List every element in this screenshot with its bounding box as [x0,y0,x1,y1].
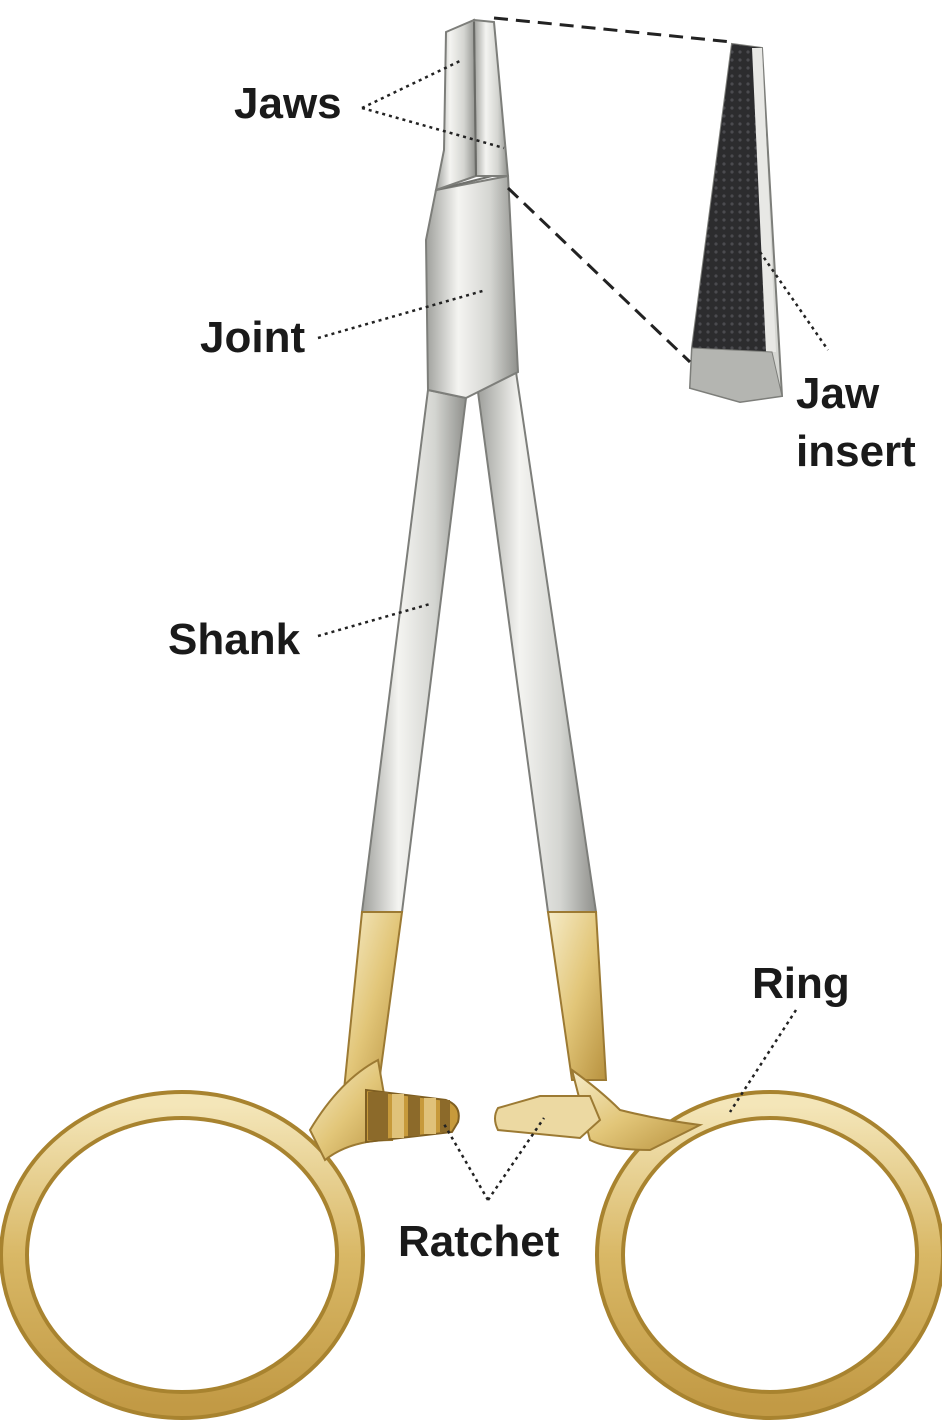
joint-label: Joint [200,313,305,362]
jaw-insert-label-line1: Jaw [796,369,880,418]
shank-label: Shank [168,615,301,664]
left-jaw [436,20,476,190]
right-ratchet [495,1096,600,1138]
jaw-insert-label-line2: insert [796,427,916,476]
zoom-line-bottom [508,188,690,362]
zoom-line-top [494,18,732,42]
left-ratchet [366,1090,459,1142]
right-ring [572,1070,930,1405]
instrument [14,20,930,1405]
left-shank [362,390,466,912]
ring-label: Ring [752,959,850,1008]
jaws-label: Jaws [234,79,342,128]
right-gold-shank [548,912,606,1080]
left-ring [14,1060,392,1405]
ratchet-leader-left [444,1124,488,1200]
ratchet-label: Ratchet [398,1217,560,1266]
joint-body [426,176,518,398]
right-jaw [474,20,508,176]
jaw-insert-illustration [690,44,782,402]
right-shank [478,372,596,912]
